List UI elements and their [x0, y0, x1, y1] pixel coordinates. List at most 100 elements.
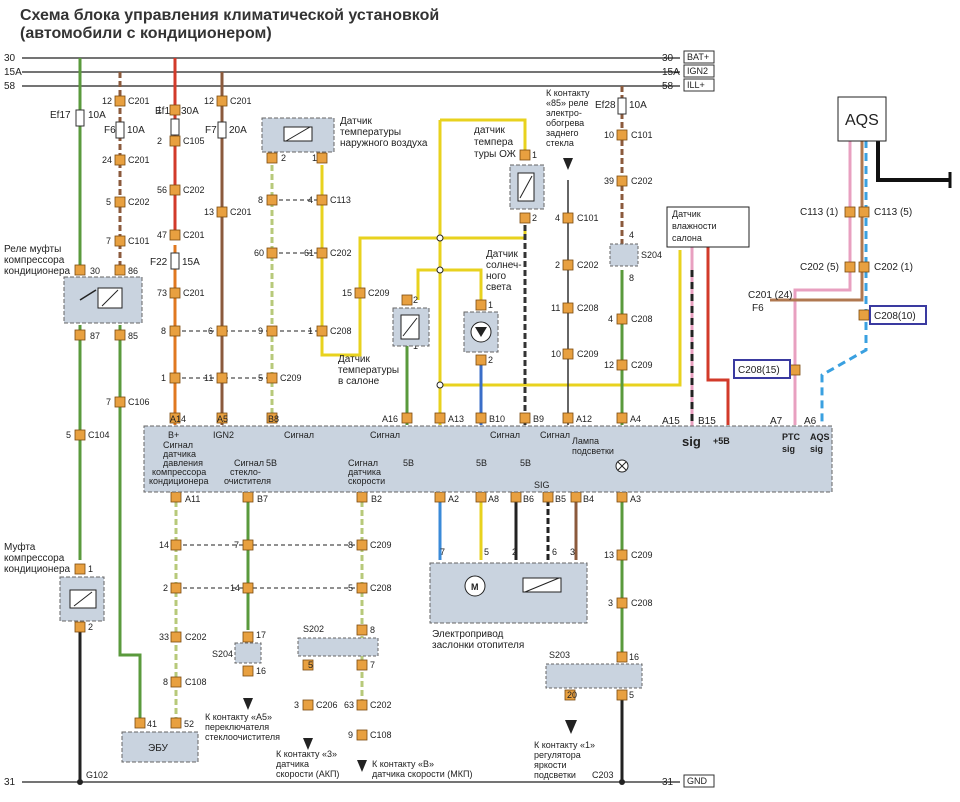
conn-c104: C104: [88, 430, 110, 440]
rail-58-left: 58: [4, 81, 16, 92]
conn-c209-e: C209: [370, 540, 392, 550]
tag-gnd: GND: [687, 776, 708, 786]
pin-a8: A8: [488, 494, 499, 504]
conn-c202-c: C202: [330, 248, 352, 258]
fuse-ef17-rating: 10A: [88, 110, 106, 121]
svg-text:5: 5: [629, 690, 634, 700]
svg-text:2: 2: [281, 153, 286, 163]
svg-text:1: 1: [88, 564, 93, 574]
conn-c108-b: C108: [370, 730, 392, 740]
pin-b4: B4: [583, 494, 594, 504]
tag-ign2: IGN2: [687, 66, 708, 76]
conn-c201-b: C201: [230, 96, 252, 106]
plus-5v: +5В: [713, 436, 730, 446]
fuse-f6-rating: 10A: [127, 125, 145, 136]
conn-c105: C105: [183, 136, 205, 146]
splice-s204-top-box: [609, 243, 639, 267]
wiper-ref-2: переключателя: [205, 722, 269, 732]
speed-sig-3: скорости: [348, 476, 385, 486]
outside-temp-label-1: Датчик: [340, 116, 372, 127]
humidity-label-2: влажности: [672, 221, 716, 231]
svg-text:11: 11: [551, 303, 560, 313]
pin-b2: B2: [371, 494, 382, 504]
sun-label-1: Датчик: [486, 249, 518, 260]
aqs-c202-5: C202 (5): [800, 262, 839, 273]
svg-text:12: 12: [102, 96, 112, 106]
dimmer-arrow-icon: [565, 720, 577, 734]
svg-text:30: 30: [90, 266, 100, 276]
svg-text:9: 9: [258, 326, 263, 336]
svg-text:2: 2: [157, 136, 162, 146]
svg-text:63: 63: [344, 700, 354, 710]
rail-15a-right: 15A: [662, 67, 680, 78]
c208-15-box: [733, 359, 791, 379]
coolant-label-1: датчик: [474, 125, 506, 136]
module-5v-3: 5В: [476, 458, 487, 468]
pin-a3: A3: [630, 494, 641, 504]
conn-c209-c: C209: [577, 349, 599, 359]
module-5v-1: 5В: [266, 458, 277, 468]
svg-text:56: 56: [157, 185, 167, 195]
pin-markers: [74, 95, 870, 741]
rear-defog-arrow-icon: [563, 158, 573, 170]
svg-text:3: 3: [294, 700, 299, 710]
svg-text:17: 17: [256, 630, 266, 640]
relay-label-3: кондиционера: [4, 266, 71, 277]
svg-text:1: 1: [308, 326, 313, 336]
fuse-ef28: Ef28: [595, 100, 616, 111]
svg-text:2: 2: [488, 355, 493, 365]
conn-c101-b: C101: [577, 213, 599, 223]
control-module: [143, 425, 833, 493]
svg-text:4: 4: [308, 195, 313, 205]
svg-text:20: 20: [567, 690, 577, 700]
svg-text:86: 86: [128, 266, 138, 276]
coolant-label-3: туры ОЖ: [474, 149, 517, 160]
svg-text:4: 4: [555, 213, 560, 223]
svg-text:5: 5: [308, 660, 313, 670]
conn-c202-e: C202: [631, 176, 653, 186]
pin-a12: A12: [576, 414, 592, 424]
module-signal-3: Сигнал: [490, 430, 520, 440]
conn-c202-b: C202: [128, 197, 150, 207]
module-lamp-1: Лампа: [572, 436, 599, 446]
conn-c209-d: C209: [631, 360, 653, 370]
conn-c208-c: C208: [631, 314, 653, 324]
pin-a2: A2: [448, 494, 459, 504]
sun-label-2: солнеч-: [486, 260, 522, 271]
fuse-ef28-rating: 10A: [629, 100, 647, 111]
svg-text:2: 2: [88, 622, 93, 632]
dimmer-ref-2: регулятора: [534, 750, 581, 760]
fuse-ef1-rating: 30A: [181, 106, 199, 117]
svg-text:7: 7: [234, 540, 239, 550]
conn-c208-d: C208: [370, 583, 392, 593]
svg-text:1: 1: [532, 150, 537, 160]
aqs-c113-1: C113 (1): [800, 207, 838, 218]
ptc-sig-2: sig: [782, 444, 795, 454]
wiper-sig-1: Сигнал: [234, 458, 264, 468]
module-signal-4: Сигнал: [540, 430, 570, 440]
conn-c106: C106: [128, 397, 150, 407]
heater-actuator: [429, 562, 588, 624]
svg-text:1: 1: [488, 300, 493, 310]
svg-text:1: 1: [312, 153, 317, 163]
wiper-sig-3: очистителя: [224, 476, 271, 486]
rail-31-left: 31: [4, 777, 16, 788]
clutch-label-3: кондиционера: [4, 564, 71, 575]
ecu-label: ЭБУ: [148, 743, 169, 754]
svg-text:14: 14: [230, 583, 240, 593]
connector-links: [175, 199, 362, 589]
svg-text:7: 7: [106, 236, 111, 246]
svg-text:7: 7: [106, 397, 111, 407]
conn-c206: C206: [316, 700, 338, 710]
outside-temp-label-3: наружного воздуха: [340, 138, 428, 149]
svg-text:11: 11: [204, 373, 213, 383]
coolant-label-2: темпера: [474, 137, 513, 148]
svg-text:12: 12: [204, 96, 214, 106]
svg-text:2: 2: [532, 213, 537, 223]
conn-c201-a: C201: [128, 96, 150, 106]
humidity-sig: sig: [682, 434, 701, 449]
pin-b15: B15: [698, 416, 716, 427]
conn-c202-f: C202: [185, 632, 207, 642]
conn-c101-c: C101: [631, 130, 653, 140]
rail-58-right: 58: [662, 81, 674, 92]
